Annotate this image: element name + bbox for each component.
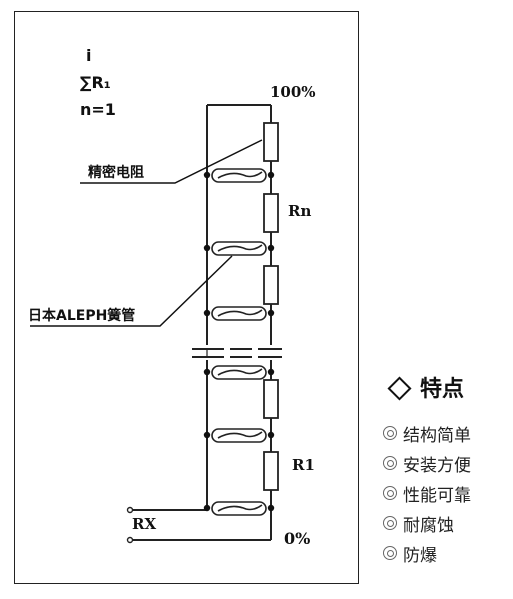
junction-dot xyxy=(203,431,211,439)
junction-dot xyxy=(203,244,211,252)
junction-dot xyxy=(267,368,275,376)
resistor-2 xyxy=(263,265,279,305)
resistor-r1 xyxy=(263,451,279,491)
bullseye-icon xyxy=(383,516,397,530)
junction-dot xyxy=(203,309,211,317)
feature-item: 性能可靠 xyxy=(383,478,471,508)
junction-dot xyxy=(267,244,275,252)
formula-range: n=1 xyxy=(80,100,116,119)
resistor-3 xyxy=(263,379,279,419)
reed-switch-1 xyxy=(211,168,267,183)
bullseye-icon xyxy=(383,456,397,470)
callout-aleph-reed-switch: 日本ALEPH簧管 xyxy=(28,308,136,324)
callout-precision-resistor: 精密电阻 xyxy=(88,165,144,181)
junction-dot xyxy=(267,171,275,179)
label-100-percent: 100% xyxy=(270,83,316,101)
junction-dot xyxy=(203,504,211,512)
feature-label: 防爆 xyxy=(403,545,437,566)
features-title: 特点 xyxy=(420,377,465,402)
formula-index: i xyxy=(86,46,92,65)
formula-sum: ∑R₁ xyxy=(80,73,111,92)
reed-switch-4 xyxy=(211,365,267,380)
junction-dot xyxy=(267,504,275,512)
junction-dot xyxy=(267,309,275,317)
feature-item: 安装方便 xyxy=(383,448,471,478)
feature-label: 安装方便 xyxy=(403,455,471,476)
reed-switch-6 xyxy=(211,501,267,516)
feature-item: 耐腐蚀 xyxy=(383,508,471,538)
precision-resistor-top xyxy=(263,122,279,162)
terminal-zero xyxy=(126,536,134,544)
diamond-icon xyxy=(387,375,412,401)
resistor-rn xyxy=(263,193,279,233)
bullseye-icon xyxy=(383,546,397,560)
callout-leader-reed xyxy=(30,255,233,327)
features-heading: 特点 xyxy=(385,371,464,403)
label-rx: RX xyxy=(132,515,157,533)
reed-switch-2 xyxy=(211,241,267,256)
feature-item: 结构简单 xyxy=(383,418,471,448)
feature-item: 防爆 xyxy=(383,538,471,568)
feature-label: 性能可靠 xyxy=(403,485,471,506)
label-rn: Rn xyxy=(288,202,312,220)
label-zero-percent: 0% xyxy=(284,529,311,548)
bullseye-icon xyxy=(383,426,397,440)
junction-dot xyxy=(203,368,211,376)
diagram-frame xyxy=(14,11,359,584)
features-list: 结构简单 安装方便 性能可靠 耐腐蚀 防爆 xyxy=(383,418,471,568)
junction-dot xyxy=(267,431,275,439)
label-r1: R1 xyxy=(292,456,315,474)
callout-leader-resistor xyxy=(80,139,263,184)
junction-dot xyxy=(203,171,211,179)
feature-label: 耐腐蚀 xyxy=(403,515,454,536)
bullseye-icon xyxy=(383,486,397,500)
reed-switch-3 xyxy=(211,306,267,321)
terminal-rx xyxy=(126,506,134,514)
reed-switch-5 xyxy=(211,428,267,443)
feature-label: 结构简单 xyxy=(403,425,471,446)
